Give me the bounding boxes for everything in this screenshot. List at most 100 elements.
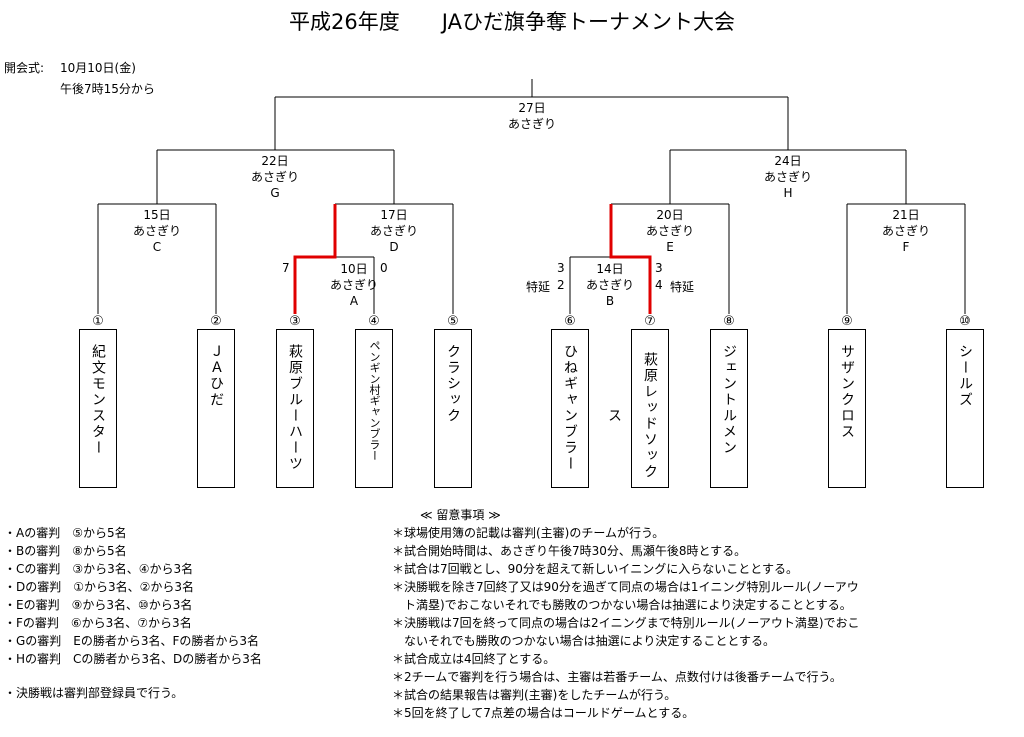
match-e-venue: あさぎり	[645, 224, 694, 238]
team-name: シールズ	[957, 344, 973, 408]
match-a-date: 10日	[340, 262, 368, 276]
match-g-code: G	[270, 186, 280, 200]
match-b-venue: あさぎり	[585, 278, 634, 292]
team-box-3: 萩原ブルーハーツ	[276, 329, 314, 488]
match-final-date: 27日	[518, 101, 546, 115]
match-b: 14日 あさぎり B	[570, 261, 650, 309]
match-a-code: A	[349, 294, 359, 308]
score-b-left-ext: 2	[557, 278, 565, 292]
match-h: 24日 あさぎり H	[748, 153, 828, 201]
team-box-2: ＪＡひだ	[197, 329, 235, 488]
note-item: ＊5回を終了して7点差の場合はコールドゲームとする。	[392, 706, 695, 720]
opening-date: 10月10日(金)	[60, 61, 136, 75]
team-number: ④	[368, 314, 380, 329]
match-h-venue: あさぎり	[763, 170, 812, 184]
match-f-venue: あさぎり	[881, 224, 930, 238]
team-name: サザンクロス	[839, 344, 855, 440]
opening-label: 開会式:	[4, 61, 45, 75]
match-d-venue: あさぎり	[369, 224, 418, 238]
score-a-right: 0	[380, 261, 388, 275]
note-item: ＊試合開始時間は、あさぎり午後7時30分、馬瀬午後8時とする。	[392, 544, 747, 558]
referee-item: ・Bの審判 ⑧から5名	[4, 544, 127, 558]
team-number: ②	[210, 314, 222, 329]
match-b-date: 14日	[596, 262, 624, 276]
match-g-date: 22日	[261, 154, 289, 168]
referee-list: ・Aの審判 ⑤から5名 ・Bの審判 ⑧から5名 ・Cの審判 ③から3名、④から3…	[4, 524, 262, 668]
team-name: ジェントルメン	[721, 344, 737, 456]
team-name: 紀文モンスター	[90, 344, 106, 456]
score-b-right-ext-label: 特延	[670, 280, 695, 294]
match-a-venue: あさぎり	[329, 278, 378, 292]
note-item: ＊試合成立は4回終了とする。	[392, 652, 556, 666]
team-name: 萩原レッドソックス	[606, 351, 658, 480]
notes-list: ＊球場使用簿の記載は審判(主審)のチームが行う。 ＊試合開始時間は、あさぎり午後…	[392, 524, 860, 722]
team-number: ③	[289, 314, 301, 329]
match-a: 10日 あさぎり A	[314, 261, 394, 309]
note-item: ＊球場使用簿の記載は審判(主審)のチームが行う。	[392, 526, 665, 540]
page-title: 平成26年度 JAひだ旗争奪トーナメント大会	[289, 10, 735, 34]
match-d: 17日 あさぎり D	[354, 207, 434, 255]
team-name: ＪＡひだ	[208, 344, 224, 408]
team-number: ⑩	[959, 314, 971, 329]
note-item: ＊試合の結果報告は審判(主審)をしたチームが行う。	[392, 688, 677, 702]
note-item: ＊2チームで審判を行う場合は、主審は若番チーム、点数付けは後番チームで行う。	[392, 670, 842, 684]
referee-item: ・Aの審判 ⑤から5名	[4, 526, 127, 540]
note-item: ト満塁)でおこないそれでも勝敗のつかない場合は抽選により決定することとする。	[392, 598, 852, 612]
team-box-5: クラシック	[434, 329, 472, 488]
team-number: ①	[92, 314, 104, 329]
referee-item: ・Gの審判 Eの勝者から3名、Fの勝者から3名	[4, 634, 260, 648]
match-f-date: 21日	[892, 208, 920, 222]
opening-time: 午後7時15分から	[60, 82, 155, 96]
match-c: 15日 あさぎり C	[117, 207, 197, 255]
team-name: クラシック	[445, 344, 461, 424]
team-box-10: シールズ	[946, 329, 984, 488]
match-g: 22日 あさぎり G	[235, 153, 315, 201]
score-b-right-ext: 4	[655, 278, 663, 292]
referee-item: ・Dの審判 ①から3名、②から3名	[4, 580, 195, 594]
note-item: ＊試合は7回戦とし、90分を超えて新しいイニングに入らないこととする。	[392, 562, 798, 576]
team-name: ひねギャンブラー	[562, 344, 578, 472]
match-e-date: 20日	[656, 208, 684, 222]
team-number: ⑧	[723, 314, 735, 329]
match-d-date: 17日	[380, 208, 408, 222]
referee-item: ・Hの審判 Cの勝者から3名、Dの勝者から3名	[4, 652, 262, 666]
match-final: 27日 あさぎり	[492, 100, 572, 132]
team-box-9: サザンクロス	[828, 329, 866, 488]
team-box-1: 紀文モンスター	[79, 329, 117, 488]
match-h-date: 24日	[774, 154, 802, 168]
team-box-6: ひねギャンブラー	[551, 329, 589, 488]
match-g-venue: あさぎり	[250, 170, 299, 184]
referee-item: ・Eの審判 ⑨から3名、⑩から3名	[4, 598, 193, 612]
match-b-code: B	[605, 294, 615, 308]
match-h-code: H	[783, 186, 793, 200]
note-item: ＊決勝戦は7回を終って同点の場合は2イニングまで特別ルール(ノーアウト満塁)でお…	[392, 616, 860, 630]
match-c-venue: あさぎり	[132, 224, 181, 238]
notes-title: ≪ 留意事項 ≫	[420, 508, 501, 522]
team-number: ⑤	[447, 314, 459, 329]
team-name: 萩原ブルーハーツ	[287, 344, 303, 472]
match-c-date: 15日	[143, 208, 171, 222]
score-b-left-regular: 3	[557, 261, 565, 275]
team-name: ペンギン村ギャンブラー	[368, 340, 381, 461]
match-e: 20日 あさぎり E	[630, 207, 710, 255]
referee-item: ・Cの審判 ③から3名、④から3名	[4, 562, 194, 576]
match-e-code: E	[666, 240, 674, 254]
score-b-right-regular: 3	[655, 261, 663, 275]
score-a-left: 7	[282, 261, 290, 275]
team-box-8: ジェントルメン	[710, 329, 748, 488]
note-item: ないそれでも勝敗のつかない場合は抽選により決定することとする。	[392, 634, 776, 648]
team-box-7: 萩原レッドソックス	[606, 329, 669, 488]
match-c-code: C	[152, 240, 162, 254]
match-d-code: D	[389, 240, 399, 254]
match-final-venue: あさぎり	[507, 117, 556, 131]
referee-item: ・Fの審判 ⑥から3名、⑦から3名	[4, 616, 192, 630]
note-item: ＊決勝戦を除き7回終了又は90分を過ぎて同点の場合は1イニング特別ルール(ノーア…	[392, 580, 859, 594]
match-f-code: F	[902, 240, 910, 254]
team-number: ⑦	[644, 314, 656, 329]
match-f: 21日 あさぎり F	[866, 207, 946, 255]
score-b-left-ext-label: 特延	[526, 280, 551, 294]
final-referee-note: ・決勝戦は審判部登録員で行う。	[4, 686, 184, 700]
team-box-4: ペンギン村ギャンブラー	[355, 329, 393, 488]
team-number: ⑥	[564, 314, 576, 329]
